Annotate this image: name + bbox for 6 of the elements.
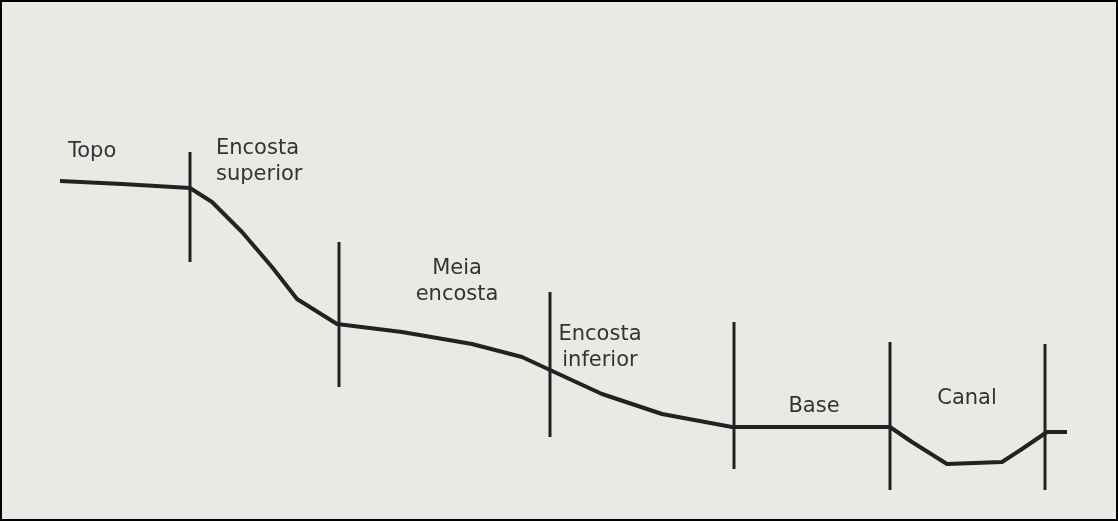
zone-label: Topo	[68, 137, 118, 163]
zone-label: Meia encosta	[414, 254, 500, 306]
zone-label: Encosta inferior	[557, 320, 643, 372]
zone-label: Base	[787, 392, 841, 418]
zone-label: Encosta superior	[216, 134, 304, 186]
zone-label: Canal	[936, 384, 998, 410]
